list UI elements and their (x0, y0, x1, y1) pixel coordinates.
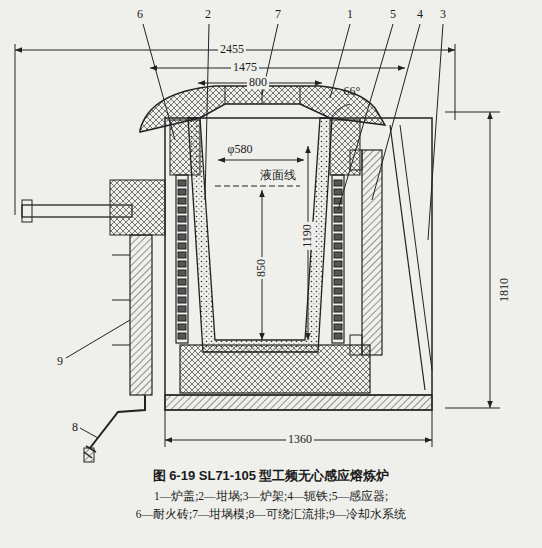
coil-turn (334, 297, 342, 303)
coil-turn (334, 225, 342, 231)
coil-turn (334, 324, 342, 330)
callout-number: 3 (440, 8, 446, 21)
coil-turn (178, 225, 186, 231)
coil-turn (334, 270, 342, 276)
coil-turn (334, 333, 342, 339)
liquid-line-label: 液面线 (260, 169, 296, 182)
coil-turn (178, 252, 186, 258)
callout-number: 2 (205, 8, 211, 21)
coil-turn (334, 279, 342, 285)
parts-list: 1—炉盖;2—坩埚;3—炉架;4—轭铁;5—感应器; (154, 490, 388, 503)
callout-number: 1 (347, 8, 353, 21)
coil-turn (178, 288, 186, 294)
dimension-label: 2455 (218, 43, 246, 56)
coil-turn (178, 270, 186, 276)
callout-number: 6 (137, 8, 143, 21)
callout-number: 9 (57, 355, 63, 368)
angle-label: 66° (344, 85, 361, 98)
dimension-label: 1810 (498, 276, 511, 304)
coil-turn (178, 279, 186, 285)
callout-number: 4 (417, 8, 423, 21)
dimension-label: 1360 (286, 433, 314, 446)
coil-turn (178, 198, 186, 204)
coil-turn (178, 189, 186, 195)
coil-turn (334, 315, 342, 321)
coil-turn (178, 234, 186, 240)
coil-turn (178, 207, 186, 213)
callout-number: 8 (72, 421, 78, 434)
dimension-label: 1190 (301, 222, 314, 250)
coil-turn (334, 180, 342, 186)
coil-turn (178, 333, 186, 339)
callout-number: 5 (390, 8, 396, 21)
coil-turn (178, 297, 186, 303)
dimension-label: 850 (255, 257, 268, 279)
coil-turn (178, 261, 186, 267)
coil-turn (178, 324, 186, 330)
coil-turn (178, 243, 186, 249)
coil-turn (334, 306, 342, 312)
dimension-label: φ580 (228, 143, 253, 156)
coil-turn (178, 180, 186, 186)
coil-turn (178, 306, 186, 312)
coil-turn (178, 315, 186, 321)
coil-turn (334, 243, 342, 249)
coil-turn (334, 261, 342, 267)
coil-turn (334, 288, 342, 294)
coil-turn (334, 234, 342, 240)
callout-number: 7 (275, 8, 281, 21)
coil-turn (334, 252, 342, 258)
coil-turn (178, 216, 186, 222)
parts-list: 6—耐火砖;7—坩埚模;8—可绕汇流排;9—冷却水系统 (136, 508, 407, 521)
coil-turn (334, 189, 342, 195)
dimension-label: 800 (247, 76, 269, 89)
dimension-label: 1475 (231, 61, 259, 74)
coil-turn (334, 216, 342, 222)
figure-caption: 图 6-19 SL71-105 型工频无心感应熔炼炉 (153, 469, 390, 483)
